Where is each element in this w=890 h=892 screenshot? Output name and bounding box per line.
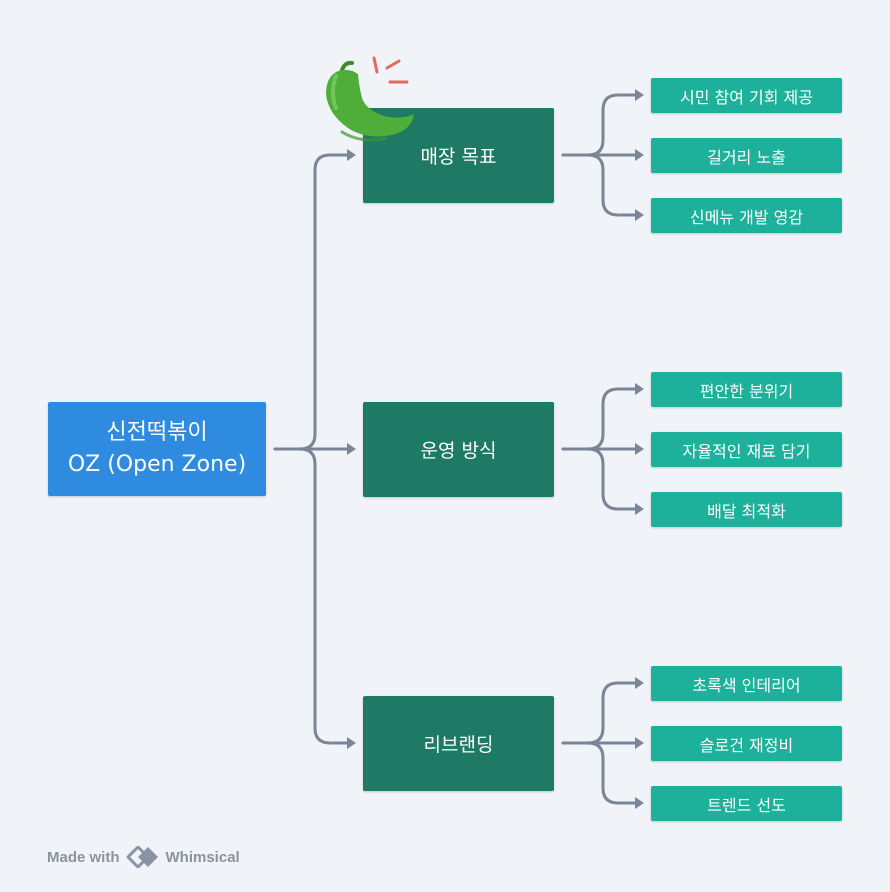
green-chili-pepper-icon bbox=[326, 56, 414, 142]
branch-node-operation[interactable]: 운영 방식 bbox=[363, 402, 554, 497]
connector-branch-3-leaf-1 bbox=[561, 681, 639, 745]
root-subtitle: OZ (Open Zone) bbox=[67, 452, 247, 477]
leaf-label: 시민 참여 기회 제공 bbox=[679, 87, 814, 107]
leaf-node[interactable]: 초록색 인테리어 bbox=[651, 666, 842, 701]
leaf-node[interactable]: 길거리 노출 bbox=[651, 138, 842, 173]
connector-branch-1-leaf-3 bbox=[561, 153, 639, 217]
whimsical-brand-label: Whimsical bbox=[165, 848, 240, 866]
connector-root-branch-3 bbox=[273, 447, 351, 745]
leaf-node[interactable]: 트렌드 선도 bbox=[651, 786, 842, 821]
connector-branch-3-leaf-3 bbox=[561, 741, 639, 805]
leaf-label: 편안한 분위기 bbox=[699, 381, 794, 401]
connector-branch-2-leaf-1 bbox=[561, 387, 639, 451]
leaf-node[interactable]: 신메뉴 개발 영감 bbox=[651, 198, 842, 233]
leaf-label: 배달 최적화 bbox=[707, 501, 786, 521]
branch-label: 리브랜딩 bbox=[423, 734, 494, 756]
branch-node-rebranding[interactable]: 리브랜딩 bbox=[363, 696, 554, 791]
arrowheads bbox=[347, 89, 644, 809]
connector-branch-2-leaf-3 bbox=[561, 447, 639, 511]
made-with-whimsical-footer[interactable]: Made with Whimsical bbox=[47, 845, 240, 869]
leaf-label: 길거리 노출 bbox=[707, 147, 786, 167]
leaf-node[interactable]: 슬로건 재정비 bbox=[651, 726, 842, 761]
leaf-label: 초록색 인테리어 bbox=[692, 675, 801, 695]
leaf-label: 슬로건 재정비 bbox=[699, 735, 794, 755]
root-title: 신전떡볶이 bbox=[106, 420, 208, 445]
made-with-label: Made with bbox=[47, 848, 120, 866]
branch-label: 매장 목표 bbox=[420, 146, 497, 168]
leaf-label: 트렌드 선도 bbox=[707, 795, 786, 815]
leaf-node[interactable]: 자율적인 재료 담기 bbox=[651, 432, 842, 467]
connector-branch-1-leaf-1 bbox=[561, 93, 639, 157]
whimsical-logo-icon bbox=[126, 846, 158, 868]
connector-root-branch-1 bbox=[273, 153, 351, 451]
leaf-label: 신메뉴 개발 영감 bbox=[689, 207, 804, 227]
leaf-node[interactable]: 시민 참여 기회 제공 bbox=[651, 78, 842, 113]
leaf-node[interactable]: 편안한 분위기 bbox=[651, 372, 842, 407]
root-node[interactable]: 신전떡볶이 OZ (Open Zone) bbox=[48, 402, 266, 496]
leaf-label: 자율적인 재료 담기 bbox=[682, 441, 811, 461]
leaf-node[interactable]: 배달 최적화 bbox=[651, 492, 842, 527]
branch-label: 운영 방식 bbox=[420, 440, 497, 462]
